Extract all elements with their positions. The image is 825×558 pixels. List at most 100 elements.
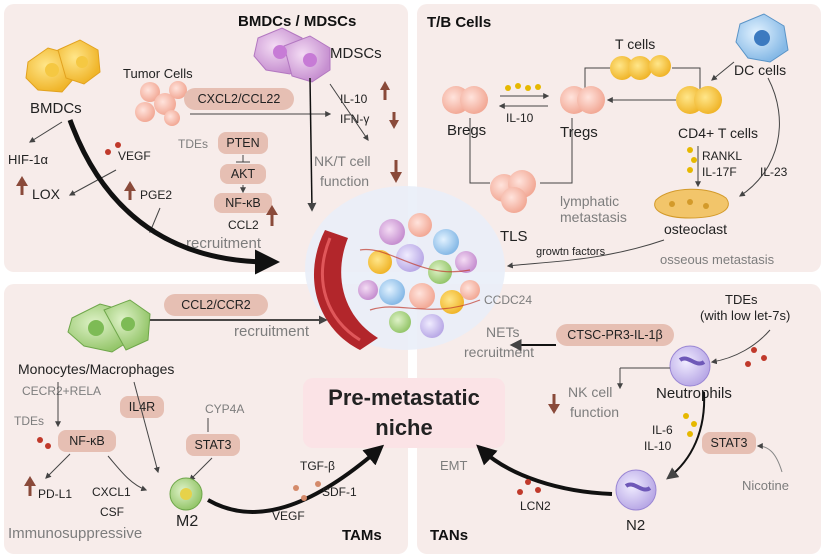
label-recruitment-bl: recruitment: [234, 323, 310, 340]
vegf-dot: [115, 142, 121, 148]
label-nkt-function-1: NK/T cell: [314, 153, 371, 169]
arrow-nfkb-m2: [107, 455, 148, 492]
label-pdl1: PD-L1: [38, 487, 72, 501]
arrow-nicotine-stat3: [756, 443, 783, 473]
label-sdf1: SDF-1: [322, 485, 357, 499]
label-lcn2: LCN2: [520, 499, 551, 513]
bmdcs-cells: [25, 39, 101, 93]
pill-akt: AKT: [220, 164, 266, 184]
dc-cell: [735, 13, 789, 63]
label-cyp4a: CYP4A: [205, 402, 244, 416]
label-dc-cells: DC cells: [734, 62, 786, 78]
arrow-neutro-n2: [666, 391, 706, 480]
cd4-cells: [676, 86, 722, 114]
header-bmdcs-mdscs: BMDCs / MDSCs: [238, 13, 356, 30]
center-title-line2: niche: [375, 415, 432, 440]
pill-nfkb-tl: NF-κB: [214, 193, 272, 213]
label-bmdcs: BMDCs: [30, 100, 82, 117]
label-recruitment-tl: recruitment: [186, 235, 262, 252]
svg-text:NF-κB: NF-κB: [225, 196, 260, 210]
arrow-dc-osteoclast: [738, 77, 780, 197]
arrow-osteoclast-niche: [506, 239, 665, 269]
tcells-cluster: [610, 55, 671, 80]
label-lymphatic-2: metastasis: [560, 209, 627, 225]
arrow-hif1a: [28, 121, 63, 143]
label-cecr2-rela: CECR2+RELA: [22, 384, 101, 398]
pill-pten: PTEN: [218, 132, 268, 154]
arrow-dc-cd4: [711, 61, 735, 81]
label-nets: NETs: [486, 324, 519, 340]
mono-macro-cells: [67, 299, 151, 353]
label-tdes-tl: TDEs: [178, 137, 208, 151]
svg-text:CXCL2/CCL22: CXCL2/CCL22: [198, 92, 281, 106]
svg-text:IL4R: IL4R: [129, 400, 155, 414]
big-arrow-m2-niche: [207, 444, 385, 514]
label-vegf-tl: VEGF: [118, 149, 151, 163]
label-nicotine: Nicotine: [742, 478, 789, 493]
pge2-up-arrow-icon: [124, 181, 136, 191]
label-mdscs: MDSCs: [330, 45, 382, 62]
label-lymphatic-1: lymphatic: [560, 193, 619, 209]
svg-text:STAT3: STAT3: [194, 438, 231, 452]
osteoclast-cell: [654, 188, 729, 219]
label-il6: IL-6: [652, 423, 673, 437]
pill-il4r: IL4R: [120, 396, 164, 418]
label-recruitment-br: recruitment: [464, 344, 534, 360]
label-n2: N2: [626, 517, 645, 534]
big-arrow-n2-emt: [476, 444, 613, 496]
arrow-mdscs-niche: [307, 77, 317, 212]
big-arrow-bmdcs-niche: [67, 119, 280, 275]
line-bregs-tls: [469, 118, 490, 184]
label-immunosuppressive: Immunosuppressive: [8, 525, 142, 542]
svg-text:PTEN: PTEN: [226, 136, 259, 150]
lox-up-arrow-icon: [16, 176, 28, 186]
ccl2-up-arrow-icon: [266, 205, 278, 215]
label-rankl: RANKL: [702, 149, 742, 163]
panel-bottom-right: [417, 284, 821, 554]
header-tb-cells: T/B Cells: [427, 14, 491, 31]
label-il10-tl: IL-10: [340, 92, 368, 106]
il10-up-arrow-icon: [380, 81, 390, 90]
label-csf: CSF: [100, 505, 124, 519]
line-tregs-tls: [540, 118, 573, 184]
ifng-down-arrow-icon: [389, 120, 399, 129]
arrow-to-lox: [68, 169, 117, 196]
label-ifng: IFN-γ: [340, 112, 369, 126]
arrow-mdscs-nk: [329, 83, 369, 141]
label-ccdc24: CCDC24: [484, 293, 532, 307]
svg-text:AKT: AKT: [231, 167, 256, 181]
niche-illustration: [305, 186, 505, 350]
label-osseous: osseous metastasis: [660, 252, 775, 267]
center-title-line1: Pre-metastatic: [328, 385, 480, 410]
label-tdes-bl: TDEs: [14, 414, 44, 428]
arrow-nfkb-pdl1: [45, 453, 71, 479]
label-tregs: Tregs: [560, 124, 598, 141]
pill-ctsc: CTSC-PR3-IL-1β: [556, 324, 674, 346]
svg-text:NF-κB: NF-κB: [69, 434, 104, 448]
label-nkt-function-2: function: [320, 173, 369, 189]
label-tumor-cells: Tumor Cells: [123, 66, 193, 81]
label-m2: M2: [176, 513, 198, 530]
nkt-down-arrow-icon: [390, 172, 402, 183]
arrow-tdes-neutro: [710, 329, 771, 365]
label-il23: IL-23: [760, 165, 788, 179]
bregs-cells: [442, 86, 488, 114]
pdl1-up-arrow-icon: [24, 476, 36, 486]
label-tls: TLS: [500, 228, 528, 245]
arrow-stat3-m2: [189, 457, 213, 481]
svg-text:CTSC-PR3-IL-1β: CTSC-PR3-IL-1β: [567, 328, 662, 342]
label-tcells: T cells: [615, 36, 655, 52]
label-tdes-br-1: TDEs: [725, 292, 758, 307]
label-growth-factors: growtn factors: [536, 246, 606, 258]
label-nk-1: NK cell: [568, 384, 612, 400]
svg-text:CCL2/CCR2: CCL2/CCR2: [181, 298, 251, 312]
svg-text:STAT3: STAT3: [710, 436, 747, 450]
line-tcells-left: [584, 67, 610, 92]
label-il17f: IL-17F: [702, 165, 737, 179]
vegf-dot: [105, 149, 111, 155]
tregs-cells: [560, 86, 605, 114]
m2-cell: [169, 477, 203, 511]
label-osteoclast: osteoclast: [664, 221, 727, 237]
label-tdes-br-2: (with low let-7s): [700, 308, 790, 323]
